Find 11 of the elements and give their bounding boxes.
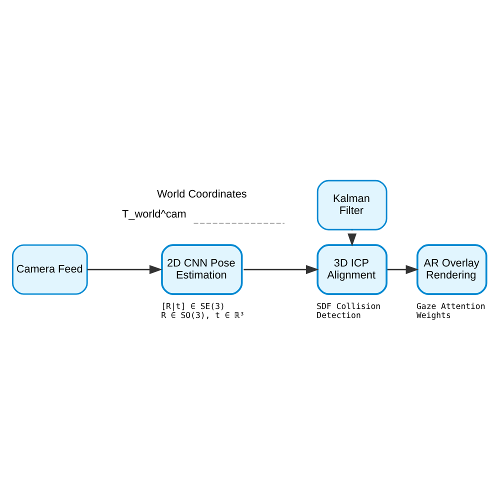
arrow (387, 264, 419, 274)
arrow (348, 229, 357, 246)
label: World Coordinates (156, 188, 247, 200)
node-label: Gaze Attention Weights (416, 300, 486, 320)
node-label: R ∈ SO(3), t ∈ ℝ³ (161, 309, 245, 320)
node-label: [R|t] ∈ SE(3) (161, 300, 225, 310)
arrow (87, 264, 162, 274)
node-box: Camera Feed (12, 244, 88, 294)
node-label: SDF Collision Detection (316, 300, 381, 320)
legend-label: T_world^cam (122, 208, 186, 220)
arrow (244, 264, 319, 274)
